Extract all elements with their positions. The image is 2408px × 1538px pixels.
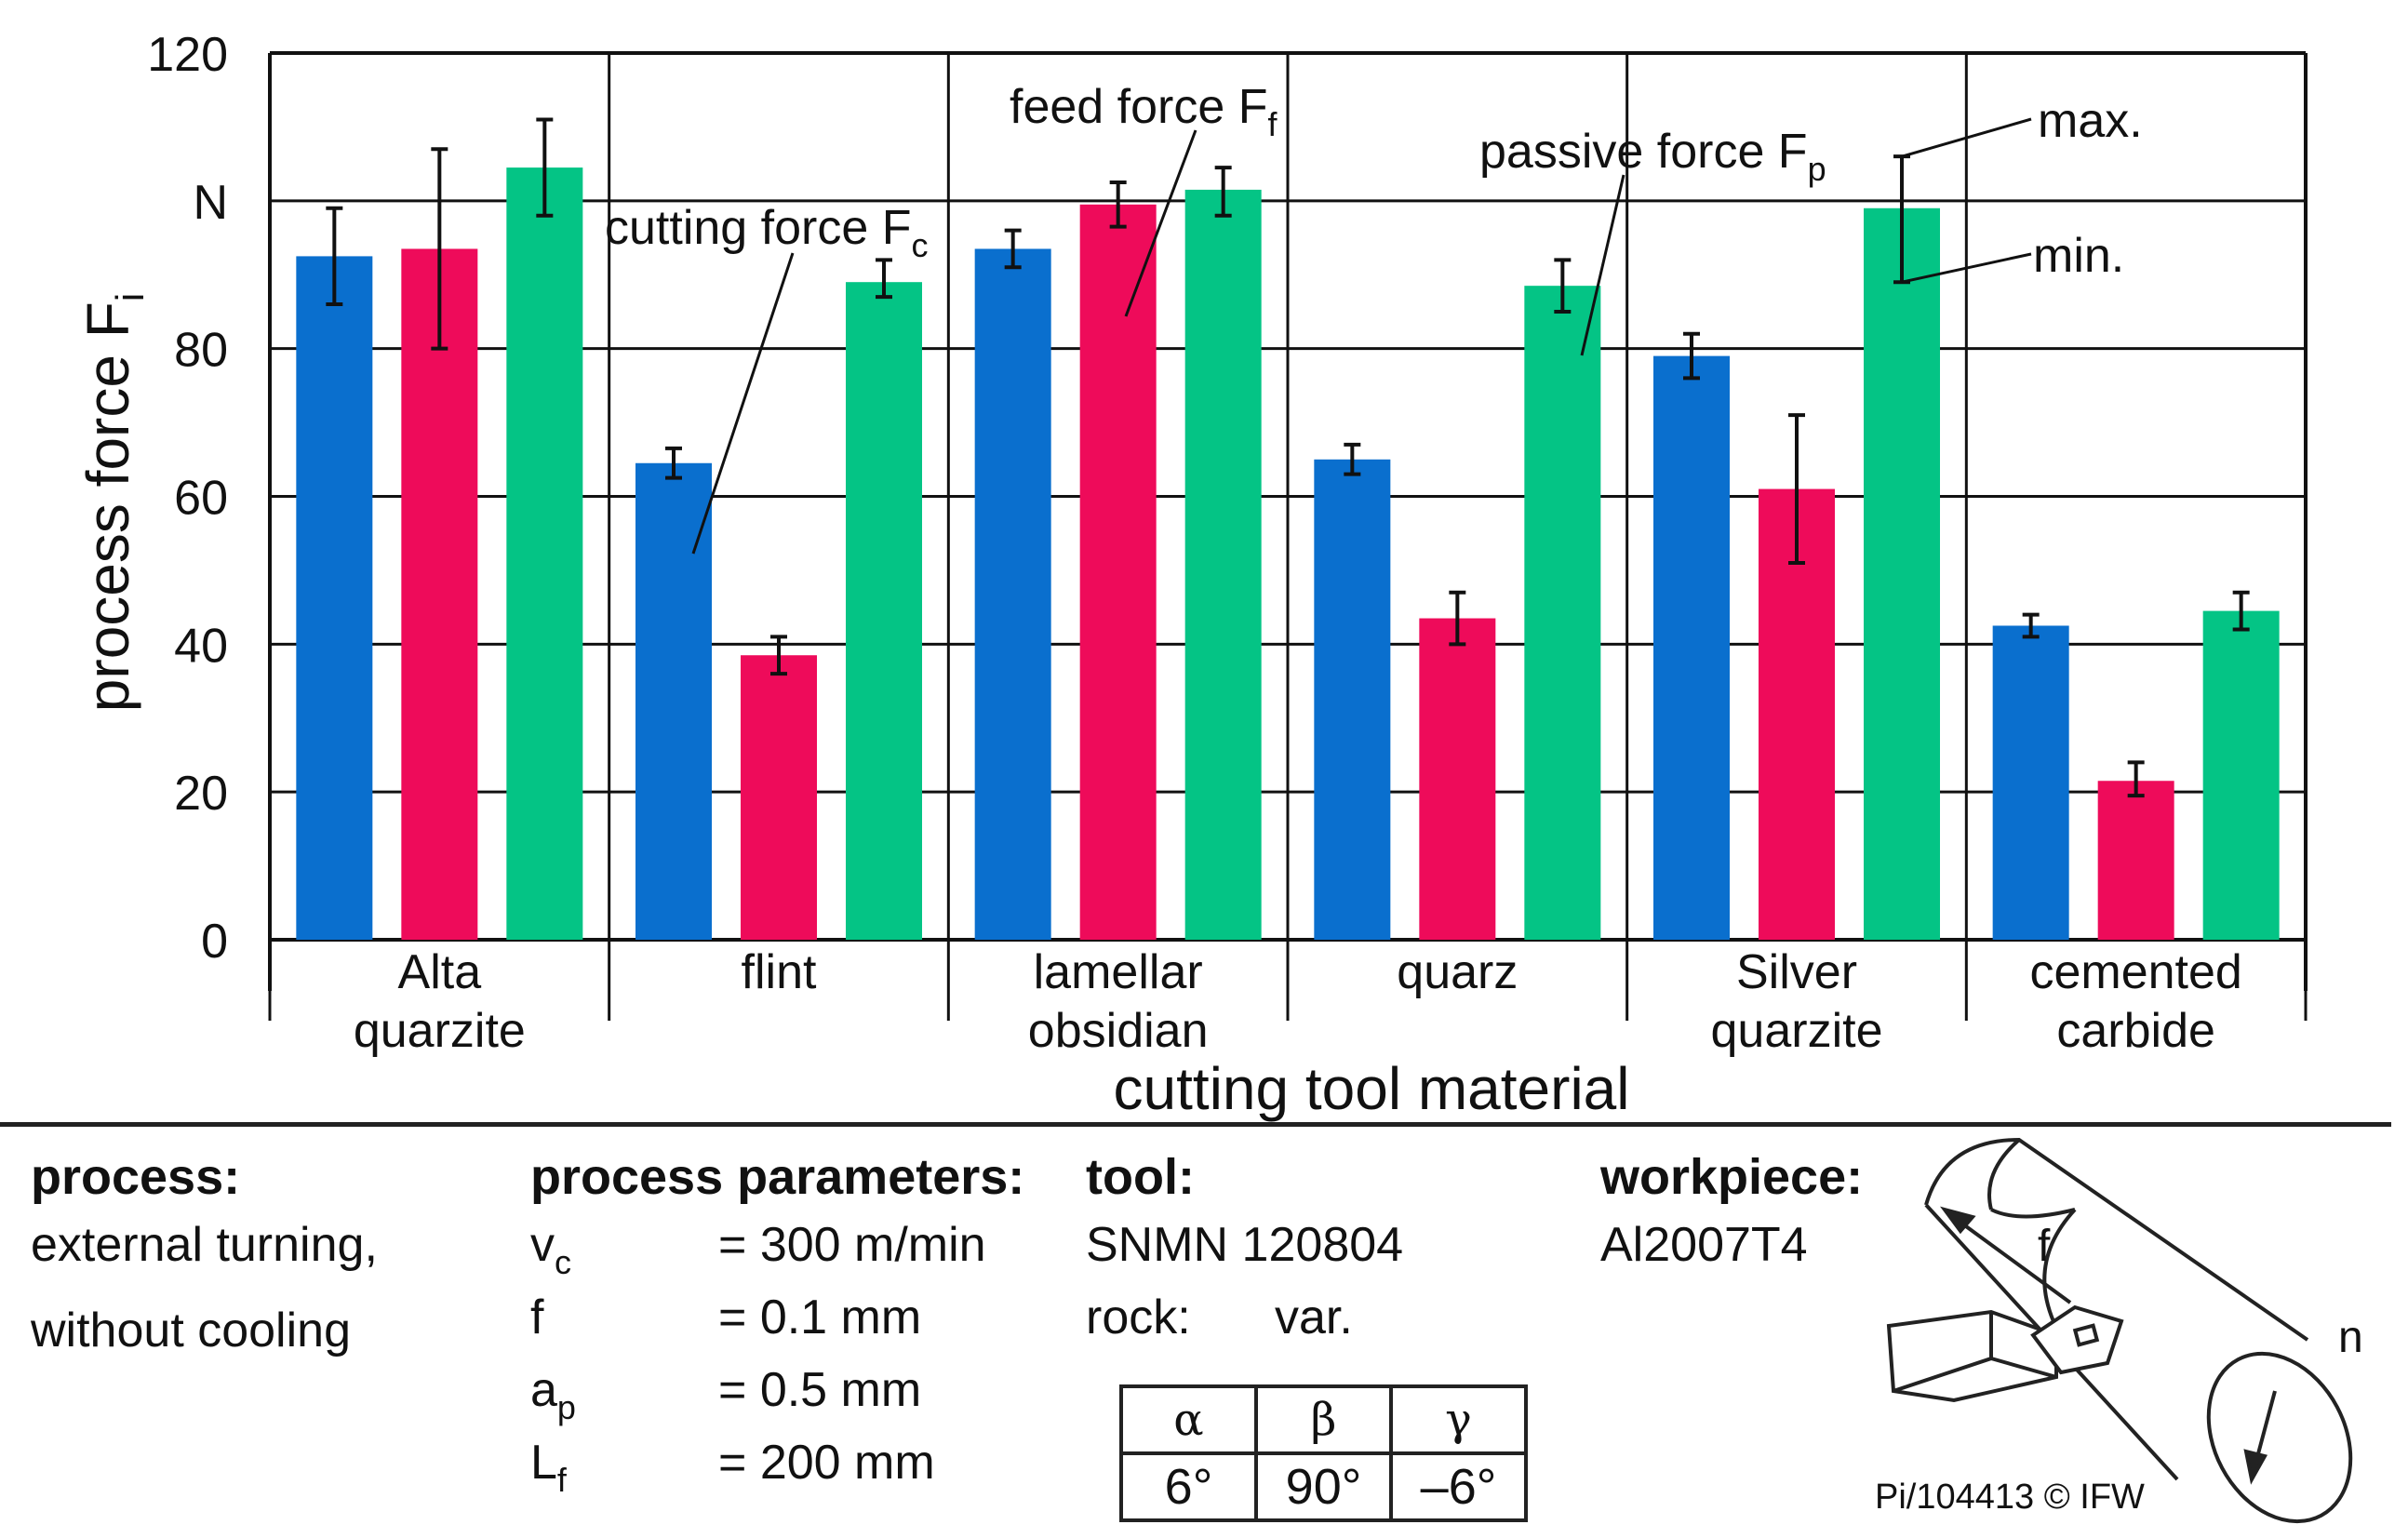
annotation-leader-line xyxy=(1580,174,1625,356)
param-value-f: = 0.1 mm xyxy=(718,1291,922,1344)
separator-line xyxy=(0,1122,2391,1127)
bar xyxy=(296,256,373,940)
tool-rock-label: rock: xyxy=(1086,1291,1191,1344)
workpiece-end-face xyxy=(2206,1351,2353,1524)
beta-header: β xyxy=(1254,1384,1393,1455)
process-heading: process: xyxy=(31,1149,241,1205)
series-label-text: cutting force F xyxy=(605,201,911,255)
feed-arrow xyxy=(1954,1217,2072,1304)
bar xyxy=(1653,355,1730,940)
beta-value: 90° xyxy=(1254,1451,1393,1522)
bar xyxy=(401,248,478,940)
annotation-leader-line xyxy=(691,252,795,555)
param-value-ap: = 0.5 mm xyxy=(718,1363,922,1417)
bar xyxy=(1524,286,1601,941)
workpiece-heading: workpiece: xyxy=(1600,1149,1864,1205)
tool-insert: SNMN 120804 xyxy=(1086,1218,1404,1272)
series-label: feed force Ff xyxy=(1010,80,1278,143)
bar xyxy=(1864,207,1940,940)
category-label: Alta xyxy=(398,945,482,999)
bar xyxy=(741,655,817,940)
series-label-subscript: c xyxy=(911,226,928,264)
category-label: quarzite xyxy=(354,1004,526,1058)
copyright-note: Pi/104413 © IFW xyxy=(1875,1478,2145,1517)
min-leader-line xyxy=(1901,252,2032,284)
bar xyxy=(2097,781,2174,940)
turning-process-sketch: f n xyxy=(1886,1137,2363,1524)
bar xyxy=(1079,204,1157,940)
param-value-lf: = 200 mm xyxy=(718,1436,935,1490)
min-label: min. xyxy=(2033,229,2124,283)
category-label: flint xyxy=(742,945,817,999)
series-label-text: passive force F xyxy=(1479,125,1808,179)
series-label-subscript: p xyxy=(1808,150,1826,188)
bar xyxy=(506,167,583,941)
category-label: carbide xyxy=(2056,1004,2215,1058)
y-axis-title: process force Fi xyxy=(74,293,152,712)
process-line-1: external turning, xyxy=(31,1218,378,1272)
alpha-header: α xyxy=(1119,1384,1258,1455)
series-label: passive force Fp xyxy=(1479,125,1826,188)
tool-rock-value: var. xyxy=(1275,1291,1353,1344)
tool-angle-table: α β γ 6° 90° –6° xyxy=(1119,1384,1528,1522)
bar xyxy=(974,248,1051,940)
param-symbol-ap: ap xyxy=(530,1363,576,1426)
category-label: lamellar xyxy=(1034,945,1203,999)
y-tick-label: 40 xyxy=(174,619,228,673)
annotation-leader-line xyxy=(1124,129,1197,317)
bar xyxy=(846,282,922,941)
param-value-vc: = 300 m/min xyxy=(718,1218,986,1272)
feed-label: f xyxy=(2038,1222,2051,1271)
y-tick-label: 120 xyxy=(147,28,228,82)
y-axis-title-subscript: i xyxy=(108,293,152,301)
bar xyxy=(1992,625,2069,940)
speed-label: n xyxy=(2338,1313,2363,1362)
y-tick-label: 20 xyxy=(174,767,228,821)
bar xyxy=(1419,618,1496,940)
param-symbol-f: f xyxy=(530,1291,544,1344)
bar xyxy=(635,462,712,940)
alpha-value: 6° xyxy=(1119,1451,1258,1522)
parameters-heading: process parameters: xyxy=(530,1149,1025,1205)
workpiece-material: Al2007T4 xyxy=(1600,1218,1808,1272)
category-label: Silver xyxy=(1736,945,1857,999)
series-label-text: feed force F xyxy=(1010,80,1267,134)
category-label: cemented xyxy=(2029,945,2241,999)
series-label: cutting force Fc xyxy=(605,201,928,264)
max-label: max. xyxy=(2038,94,2143,148)
y-tick-label: 0 xyxy=(201,915,228,969)
param-symbol-lf: Lf xyxy=(530,1436,567,1499)
bar xyxy=(1314,459,1391,941)
gamma-value: –6° xyxy=(1389,1451,1528,1522)
category-label: quarzite xyxy=(1711,1004,1883,1058)
x-axis-title: cutting tool material xyxy=(1114,1055,1630,1122)
tool-heading: tool: xyxy=(1086,1149,1195,1205)
rotation-arrow xyxy=(2254,1390,2277,1462)
process-line-2: without cooling xyxy=(31,1304,351,1357)
param-symbol-vc: vc xyxy=(530,1218,571,1281)
y-tick-label: 60 xyxy=(174,472,228,526)
gamma-header: γ xyxy=(1389,1384,1528,1455)
bar xyxy=(2202,610,2280,940)
category-label: quarz xyxy=(1397,945,1518,999)
y-tick-label: 80 xyxy=(174,324,228,378)
y-tick-label: N xyxy=(193,176,228,230)
max-leader-line xyxy=(1901,117,2032,158)
bar xyxy=(1184,189,1262,940)
tool-holder xyxy=(1886,1309,2058,1403)
series-label-subscript: f xyxy=(1267,105,1278,143)
category-label: obsidian xyxy=(1028,1004,1209,1058)
